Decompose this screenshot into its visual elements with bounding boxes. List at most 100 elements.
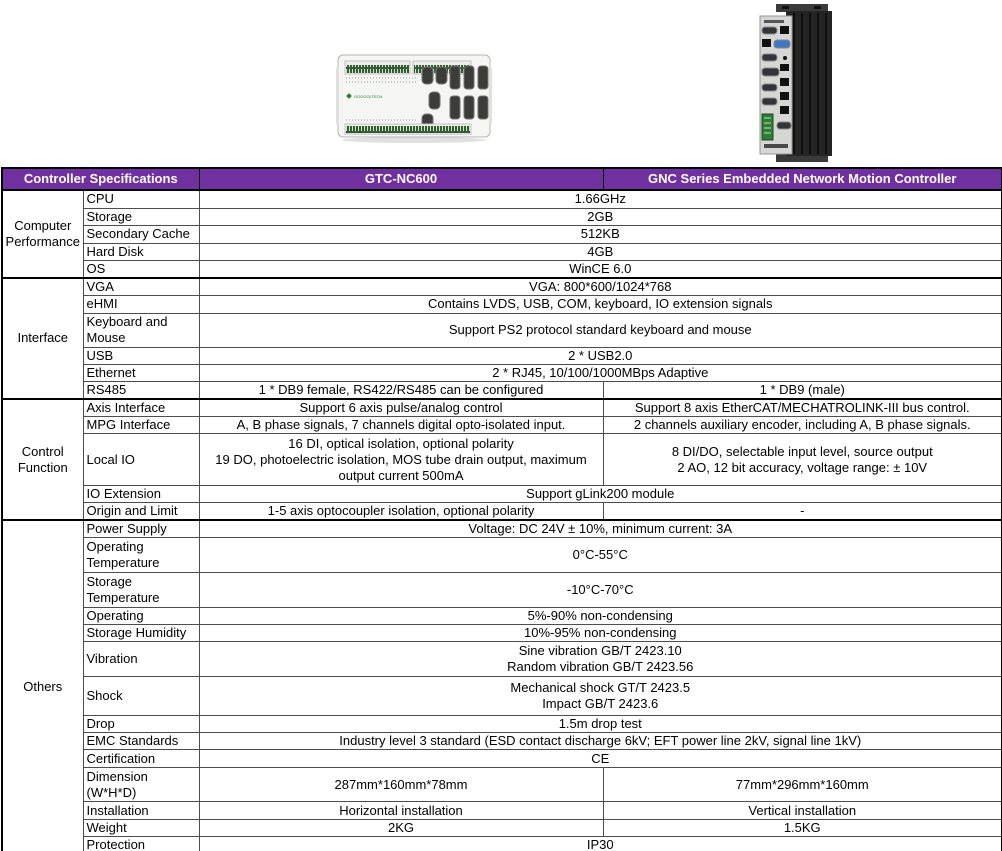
spec-value: Industry level 3 standard (ESD contact d… [198,732,1002,750]
spec-value-line: 19 DO, photoelectric isolation, MOS tube… [215,451,587,483]
spec-label: Installation [82,801,200,820]
spec-label: EMC Standards [82,732,200,750]
spec-value-gnc: Support 8 axis EtherCAT/MECHATROLINK-III… [602,398,1002,417]
spec-value-gnc: 1.5KG [602,819,1002,837]
panel-label [764,20,784,23]
spec-label: Ethernet [82,363,200,382]
spec-label: RS485 [82,380,200,400]
spec-label: Storage [82,207,200,226]
spec-value: -10°C-70°C [198,572,1002,608]
bottom-mount-tab [776,154,828,162]
spec-value: CE [198,749,1002,768]
spec-value-gnc: 1 * DB9 (male) [602,380,1002,400]
spec-label: USB [82,346,200,365]
spec-value: Contains LVDS, USB, COM, keyboard, IO ex… [198,294,1002,314]
spec-value-line: Random vibration GB/T 2423.56 [507,659,694,674]
spec-value-gtc: A, B phase signals, 7 channels digital o… [198,416,604,434]
spec-label: Drop [82,715,200,733]
terminal-pins [764,117,771,134]
spec-value-gtc: Horizontal installation [198,801,604,820]
header-controller-specifications: Controller Specifications [1,167,200,191]
spec-value: 0°C-55°C [198,537,1002,573]
spec-value-gtc: 1-5 axis optocoupler isolation, optional… [198,502,604,521]
spec-label: Power Supply [82,519,200,538]
spec-label: Vibration [82,641,200,677]
spec-value: 1.5m drop test [198,715,1002,733]
spec-value: 10%-95% non-condensing [198,624,1002,642]
spec-value: Sine vibration GB/T 2423.10 Random vibra… [198,641,1002,677]
spec-value-gnc: 2 channels auxiliary encoder, including … [602,416,1002,434]
spec-label: Origin and Limit [82,502,200,521]
spec-label: Operating Temperature [82,537,200,573]
gtc-nc600-product-image: GOOGOLTECH [336,54,492,143]
spec-value-line: Impact GB/T 2423.6 [542,696,659,711]
spec-value-gnc: 8 DI/DO, selectable input level, source … [602,433,1002,486]
vga-connector [773,39,791,49]
controller-spec-table: Controller Specifications GTC-NC600 GNC … [1,167,1002,851]
top-mount-tab [776,4,828,12]
spec-label: Shock [82,676,200,716]
spec-label: VGA [82,276,200,296]
spec-value-gtc: 16 DI, optical isolation, optional polar… [198,433,604,486]
spec-label: Keyboard and Mouse [82,312,200,348]
spec-value: 2 * RJ45, 10/100/1000MBps Adaptive [198,363,1002,382]
spec-label: Dimension (W*H*D) [82,767,200,802]
spec-value: 1.66GHz [198,189,1002,209]
spec-value-line: Sine vibration GB/T 2423.10 [518,643,682,658]
header-gnc-series: GNC Series Embedded Network Motion Contr… [602,167,1002,191]
right-flange [489,68,492,124]
spec-value: 4GB [198,242,1002,261]
spec-label: eHMI [82,294,200,314]
spec-value-line: 8 DI/DO, selectable input level, source … [671,443,933,459]
spec-value: 5%-90% non-condensing [198,607,1002,625]
spec-value: Support gLink200 module [198,485,1002,503]
dsub-connector [776,121,792,130]
spec-label: Certification [82,749,200,768]
spec-value: Mechanical shock GT/T 2423.5 Impact GB/T… [198,676,1002,716]
terminal-pins [346,126,470,133]
spec-value-gnc: - [602,502,1002,521]
category-control-function: Control Function [1,398,84,521]
spec-label: CPU [82,189,200,209]
spec-label: Protection [82,836,200,851]
spec-label: Secondary Cache [82,224,200,244]
spec-value: 2GB [198,207,1002,226]
spec-value-line: 16 DI, optical isolation, optional polar… [288,435,514,451]
spec-label: Axis Interface [82,398,200,417]
gnc-product-image [759,4,832,162]
spec-value-gnc: Vertical installation [602,801,1002,820]
spec-value: Support PS2 protocol standard keyboard a… [198,312,1002,348]
spec-value: IP30 [198,836,1002,851]
ethernet-port [780,106,789,114]
category-computer-performance: Computer Performance [1,189,84,278]
spec-label: Storage Humidity [82,624,200,642]
brand-logo-text: GOOGOLTECH [354,94,382,99]
spec-value-line: 2 AO, 12 bit accuracy, voltage range: ± … [677,459,928,475]
header-gtc-nc600: GTC-NC600 [198,167,604,191]
device-shadow [342,137,486,143]
panel-label [764,144,788,148]
spec-value: 2 * USB2.0 [198,346,1002,365]
spec-label: MPG Interface [82,416,200,434]
spec-value: WinCE 6.0 [198,259,1002,278]
category-others: Others [1,519,84,851]
panel-connectors [761,26,791,114]
terminal-pins [346,65,409,73]
spec-value: 512KB [198,224,1002,244]
spec-label: IO Extension [82,485,200,503]
spec-label: Local IO [82,433,200,486]
mount-slot [814,6,821,9]
spec-value-gtc: 287mm*160mm*78mm [198,767,604,802]
spec-label: Operating [82,607,200,625]
spec-value-gnc: 77mm*296mm*160mm [602,767,1002,802]
spec-value-line: Mechanical shock GT/T 2423.5 [510,680,691,695]
spec-value: Voltage: DC 24V ± 10%, minimum current: … [198,519,1002,538]
spec-value-gtc: 1 * DB9 female, RS422/RS485 can be confi… [198,380,604,400]
spec-label: Hard Disk [82,242,200,261]
category-interface: Interface [1,276,84,400]
spec-label: Storage Temperature [82,572,200,608]
power-terminal-block [761,113,774,141]
spec-value: VGA: 800*600/1024*768 [198,276,1002,296]
heatsink-fins [793,13,827,154]
